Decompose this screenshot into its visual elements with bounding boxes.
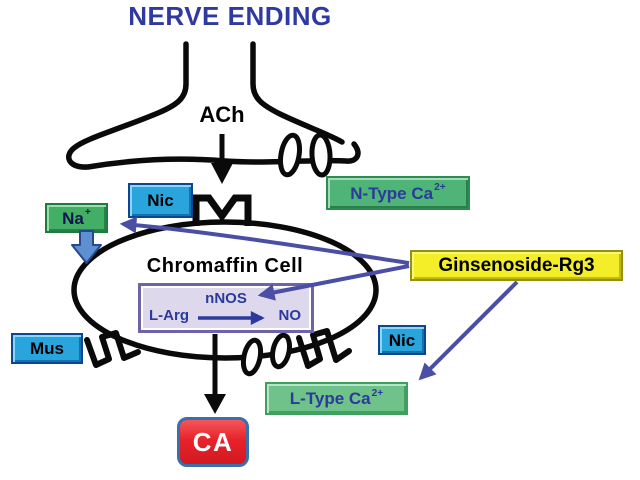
l-type-ca-label: L-Type Ca	[289, 389, 371, 408]
ginsenoside-rg3-label: Ginsenoside-Rg3	[438, 255, 595, 276]
na-label: Na	[62, 208, 84, 228]
ginsenoside-rg3-badge: Ginsenoside-Rg3	[410, 250, 623, 281]
l-type-ca-superscript: 2+	[371, 387, 384, 399]
ach-label: ACh	[199, 102, 245, 127]
l-arg-label: L-Arg	[149, 307, 189, 324]
ginsenoside-to-l-type-arrow	[418, 280, 519, 381]
na-superscript: +	[84, 207, 91, 219]
mus-receptor-badge: Mus	[11, 333, 83, 364]
cell-channel-oval-icon	[240, 337, 264, 377]
no-label: NO	[278, 307, 302, 324]
top-receptor-notch-icon	[192, 194, 252, 226]
ca-output-badge: CA	[177, 417, 249, 467]
ca-secretion-arrowhead-icon	[204, 394, 226, 414]
na-channel-badge: Na+	[45, 203, 108, 233]
terminal-channel-oval-icon	[309, 132, 333, 178]
ca-output-label: CA	[192, 427, 234, 457]
nic-receptor-top-badge: Nic	[128, 183, 193, 218]
nerve-terminal-outline-right	[250, 41, 345, 145]
cell-channel-oval-icon	[269, 332, 293, 370]
chromaffin-cell-label: Chromaffin Cell	[146, 255, 304, 277]
n-type-ca-superscript: 2+	[434, 182, 446, 194]
bottom-left-receptor-icon	[84, 330, 141, 368]
terminal-channel-oval-icon	[277, 132, 303, 178]
mus-receptor-label: Mus	[30, 339, 64, 358]
nic-receptor-right-label: Nic	[388, 330, 416, 350]
na-influx-arrow	[71, 230, 102, 264]
nnos-label: nNOS	[205, 290, 247, 307]
diagram-title: NERVE ENDING	[128, 1, 332, 31]
nnos-enzyme-box: nNOS L-Arg NO	[138, 283, 314, 333]
nic-receptor-top-label: Nic	[147, 191, 174, 210]
bottom-right-receptor-icon	[296, 328, 352, 369]
nic-receptor-right-badge: Nic	[378, 325, 426, 355]
n-type-ca-label: N-Type Ca	[350, 183, 434, 203]
ach-release-arrowhead-icon	[211, 163, 233, 184]
